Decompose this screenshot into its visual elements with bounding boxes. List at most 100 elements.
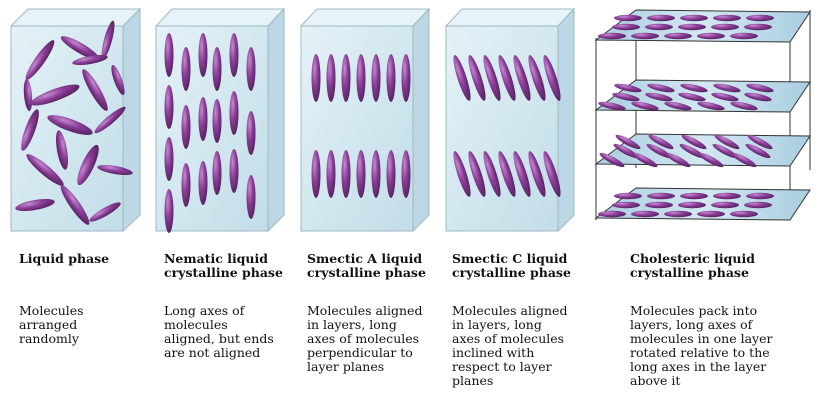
molecule-ellipse bbox=[632, 152, 658, 168]
molecule-ellipse bbox=[680, 192, 708, 200]
molecule-ellipse bbox=[599, 152, 625, 168]
molecule-ellipse bbox=[680, 14, 708, 22]
molecule-ellipse bbox=[111, 64, 125, 96]
molecule-ellipse bbox=[212, 151, 222, 195]
aligned-molecules bbox=[164, 33, 256, 233]
molecule-ellipse bbox=[664, 32, 692, 40]
molecule-layer bbox=[594, 9, 811, 43]
caption-description: Molecules pack into layers, long axes of… bbox=[630, 303, 773, 388]
molecule-ellipse bbox=[164, 33, 174, 77]
molecule-ellipse bbox=[664, 210, 692, 218]
liquid-phase-box bbox=[9, 7, 142, 233]
molecule-ellipse bbox=[229, 149, 239, 193]
molecule-ellipse bbox=[543, 55, 561, 101]
molecule-ellipse bbox=[371, 150, 381, 198]
molecule-ellipse bbox=[678, 23, 706, 31]
molecule-ellipse bbox=[30, 84, 80, 106]
caption-description: Molecules aligned in layers, long axes o… bbox=[452, 303, 568, 388]
molecule-ellipse bbox=[89, 202, 121, 222]
molecule-ellipse bbox=[714, 134, 740, 150]
molecule-ellipse bbox=[47, 115, 93, 135]
molecule-ellipse bbox=[15, 198, 55, 212]
molecule-ellipse bbox=[731, 152, 757, 168]
molecule-ellipse bbox=[730, 101, 758, 111]
molecule-ellipse bbox=[698, 152, 724, 168]
molecule-ellipse bbox=[60, 36, 100, 60]
molecule-ellipse bbox=[198, 97, 208, 141]
cholesteric-phase-stack bbox=[594, 9, 811, 221]
molecule-ellipse bbox=[401, 54, 411, 102]
molecule-ellipse bbox=[664, 101, 692, 111]
molecule-ellipse bbox=[598, 32, 626, 40]
molecule-ellipse bbox=[647, 192, 675, 200]
caption-description: Molecules aligned in layers, long axes o… bbox=[307, 303, 423, 374]
random-molecules bbox=[15, 20, 133, 225]
smectic-a-phase-box bbox=[299, 7, 431, 233]
molecule-ellipse bbox=[678, 92, 706, 102]
molecule-ellipse bbox=[711, 92, 739, 102]
molecule-ellipse bbox=[21, 109, 39, 151]
molecule-ellipse bbox=[181, 47, 191, 91]
caption-description: Long axes of molecules aligned, but ends… bbox=[164, 303, 274, 360]
molecule-ellipse bbox=[229, 33, 239, 77]
molecule-ellipse bbox=[614, 192, 642, 200]
molecule-ellipse bbox=[678, 201, 706, 209]
molecule-ellipse bbox=[246, 111, 256, 155]
molecule-ellipse bbox=[713, 192, 741, 200]
molecule-ellipse bbox=[730, 210, 758, 218]
molecule-layer bbox=[594, 79, 811, 113]
molecule-layer bbox=[594, 133, 811, 168]
molecule-ellipse bbox=[697, 210, 725, 218]
caption-title: Smectic C liquid crystalline phase bbox=[452, 251, 571, 280]
molecule-ellipse bbox=[513, 55, 531, 101]
molecule-ellipse bbox=[212, 47, 222, 91]
molecule-ellipse bbox=[744, 201, 772, 209]
caption-smectic-a-phase: Smectic A liquid crystalline phase Molec… bbox=[307, 252, 457, 374]
caption-title: Cholesteric liquid crystalline phase bbox=[630, 251, 755, 280]
molecule-ellipse bbox=[386, 54, 396, 102]
caption-title: Nematic liquid crystalline phase bbox=[164, 251, 283, 280]
caption-nematic-phase: Nematic liquid crystalline phase Long ax… bbox=[164, 252, 314, 360]
molecule-ellipse bbox=[401, 150, 411, 198]
molecule-ellipse bbox=[311, 54, 321, 102]
molecule-ellipse bbox=[326, 54, 336, 102]
molecule-ellipse bbox=[164, 85, 174, 129]
caption-smectic-c-phase: Smectic C liquid crystalline phase Molec… bbox=[452, 252, 602, 388]
molecule-ellipse bbox=[311, 150, 321, 198]
molecule-ellipse bbox=[23, 79, 33, 111]
molecule-ellipse bbox=[679, 143, 705, 159]
molecule-ellipse bbox=[386, 150, 396, 198]
molecule-ellipse bbox=[645, 92, 673, 102]
molecule-ellipse bbox=[77, 144, 99, 186]
molecule-ellipse bbox=[229, 91, 239, 135]
molecule-ellipse bbox=[697, 101, 725, 111]
molecule-ellipse bbox=[543, 151, 561, 197]
molecule-ellipse bbox=[614, 83, 642, 93]
molecule-ellipse bbox=[356, 150, 366, 198]
molecule-ellipse bbox=[744, 92, 772, 102]
molecule-ellipse bbox=[712, 143, 738, 159]
molecule-ellipse bbox=[246, 47, 256, 91]
caption-title: Smectic A liquid crystalline phase bbox=[307, 251, 426, 280]
molecule-ellipse bbox=[181, 163, 191, 207]
layered-inclined-molecules bbox=[453, 55, 561, 197]
molecule-ellipse bbox=[55, 130, 69, 170]
molecule-ellipse bbox=[613, 143, 639, 159]
molecule-ellipse bbox=[326, 150, 336, 198]
molecule-ellipse bbox=[745, 143, 771, 159]
molecule-ellipse bbox=[746, 83, 774, 93]
molecule-ellipse bbox=[181, 105, 191, 149]
molecule-ellipse bbox=[212, 99, 222, 143]
molecule-ellipse bbox=[498, 151, 516, 197]
molecule-ellipse bbox=[631, 32, 659, 40]
molecule-ellipse bbox=[94, 106, 126, 134]
molecule-layer bbox=[594, 187, 811, 221]
molecule-ellipse bbox=[614, 14, 642, 22]
molecule-ellipse bbox=[82, 69, 108, 111]
molecule-ellipse bbox=[631, 101, 659, 111]
molecule-ellipse bbox=[665, 152, 691, 168]
molecule-ellipse bbox=[681, 134, 707, 150]
molecule-ellipse bbox=[26, 154, 64, 186]
molecule-ellipse bbox=[468, 151, 486, 197]
molecule-ellipse bbox=[528, 55, 546, 101]
